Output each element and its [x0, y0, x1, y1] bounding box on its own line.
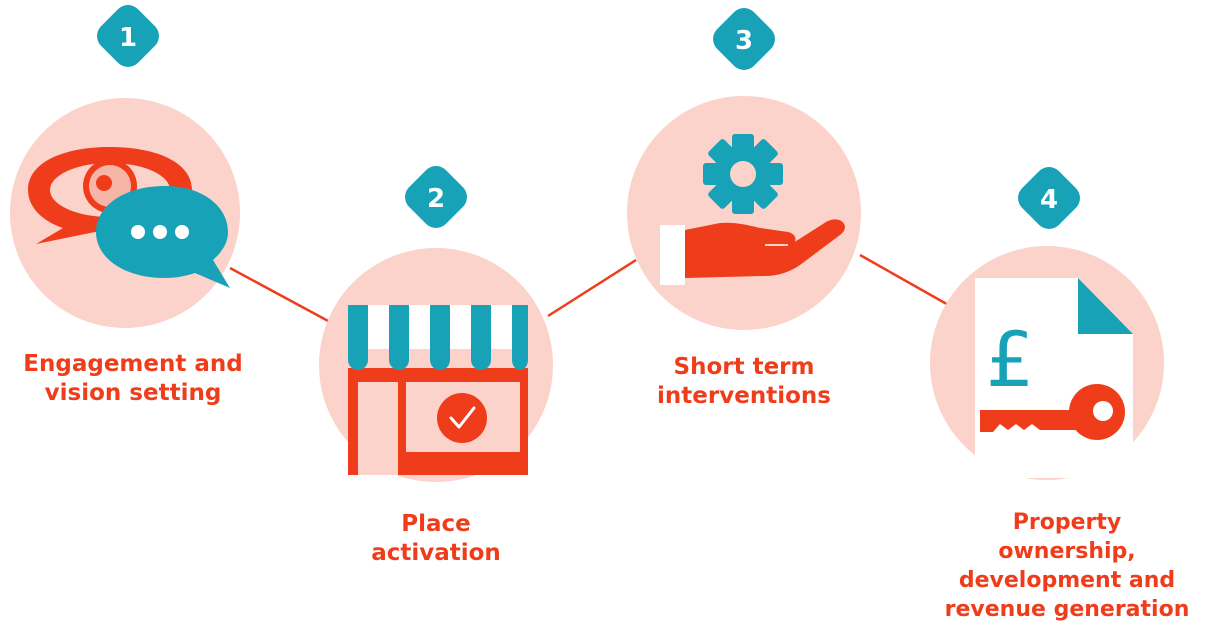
step-4-label-line: revenue generation	[944, 597, 1190, 622]
step-1-badge: 1	[97, 5, 159, 67]
step-2-label: Place activation	[336, 510, 536, 568]
svg-text:£: £	[986, 315, 1034, 404]
step-2: 2	[319, 166, 553, 482]
step-2-label-line: Place	[401, 511, 471, 537]
eye-speech-bubble-icon	[28, 147, 230, 288]
step-4: £ 4	[930, 167, 1164, 480]
step-1-label-line: Engagement and	[23, 351, 243, 377]
connector-1-2	[229, 266, 331, 324]
step-2-label-line: activation	[371, 540, 501, 566]
step-1-label: Engagement and vision setting	[0, 350, 266, 408]
step-4-label-line: development and	[958, 568, 1176, 593]
step-4-label: Property ownership, development and reve…	[928, 508, 1206, 624]
step-1: 1	[10, 5, 240, 328]
step-3-label-line: interventions	[657, 383, 831, 409]
connector-2-3	[547, 258, 637, 318]
step-4-badge: 4	[1018, 167, 1080, 229]
step-2-badge: 2	[405, 166, 467, 228]
step-3: 3	[627, 8, 861, 330]
step-3-number: 3	[735, 26, 753, 56]
step-3-label: Short term interventions	[644, 353, 844, 411]
step-3-label-line: Short term	[673, 354, 815, 380]
pound-document-key-icon: £	[975, 278, 1133, 478]
connector-3-4	[859, 253, 953, 309]
step-3-badge: 3	[713, 8, 775, 70]
step-4-number: 4	[1040, 185, 1058, 215]
step-4-label-line: Property	[1012, 510, 1122, 535]
step-1-label-line: vision setting	[44, 380, 222, 406]
gear-hand-icon	[660, 134, 845, 285]
step-4-label-line: ownership,	[998, 539, 1136, 564]
connector-lines	[229, 253, 953, 324]
shopfront-icon	[348, 305, 528, 475]
step-2-number: 2	[427, 184, 445, 214]
step-1-number: 1	[119, 23, 137, 53]
